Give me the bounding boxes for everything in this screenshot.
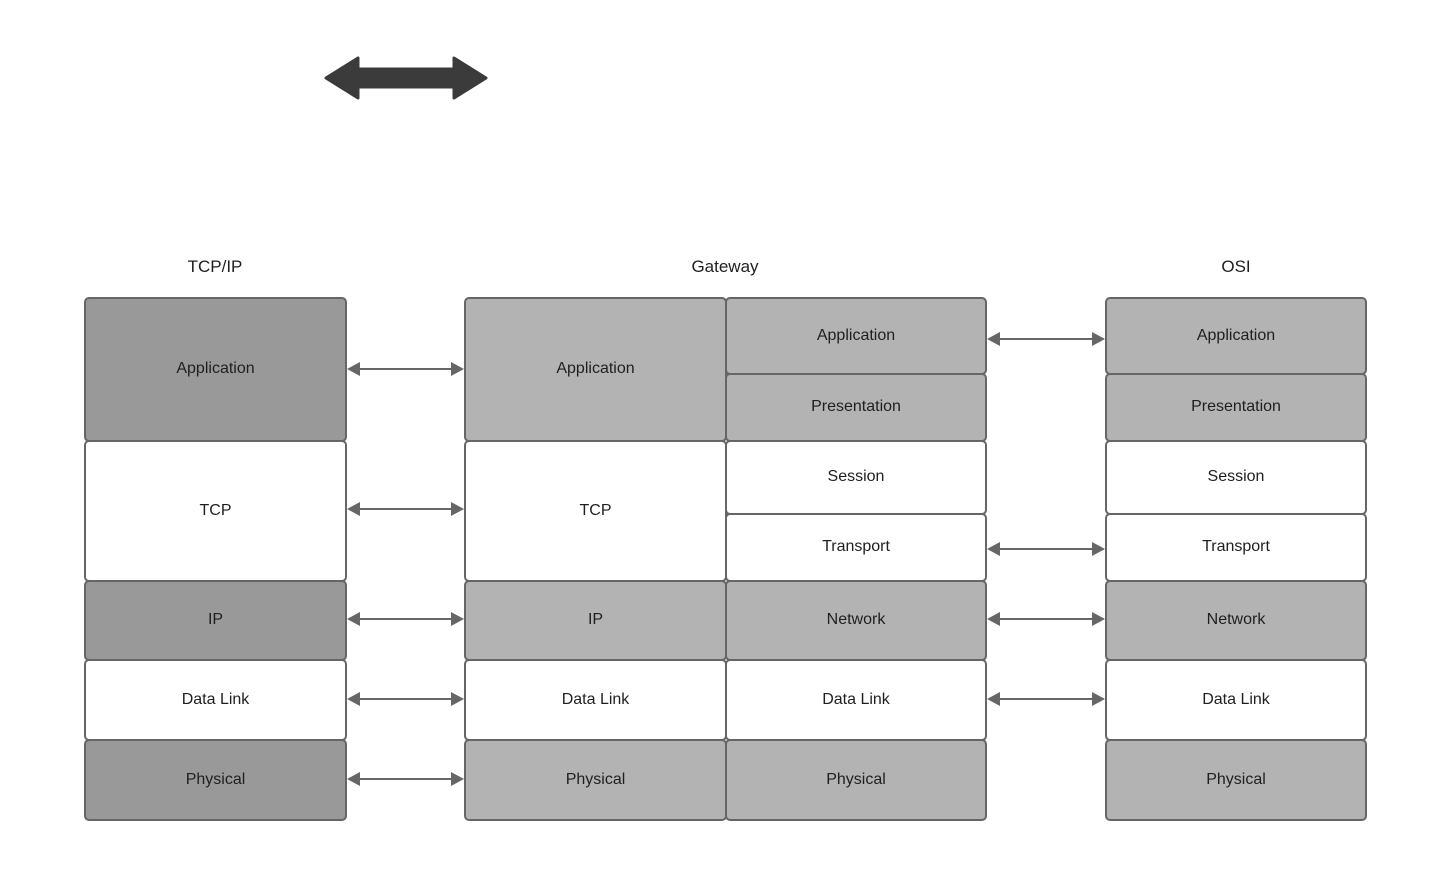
gateway-left-layer-application[interactable]: Application [464, 297, 727, 442]
arrow-head-left-icon [987, 542, 1000, 556]
osi-layer-physical[interactable]: Physical [1105, 739, 1367, 821]
connector-tcpip-gateway-data-link [347, 690, 464, 708]
arrow-head-left-icon [347, 612, 360, 626]
arrow-shaft [996, 548, 1096, 550]
gateway-left-layer-data-link[interactable]: Data Link [464, 659, 727, 741]
gateway-right-layer-data-link[interactable]: Data Link [725, 659, 987, 741]
arrow-head-left-icon [347, 362, 360, 376]
arrow-head-right-icon [451, 612, 464, 626]
arrow-head-left-icon [347, 692, 360, 706]
arrow-shaft [356, 618, 455, 620]
arrow-head-right-icon [451, 502, 464, 516]
gateway-right-layer-application[interactable]: Application [725, 297, 987, 375]
gateway-left-layer-ip[interactable]: IP [464, 580, 727, 661]
arrow-head-left-icon [987, 692, 1000, 706]
connector-gateway-osi-transport [987, 540, 1105, 558]
connector-tcpip-gateway-ip [347, 610, 464, 628]
column-header-osi: OSI [1221, 257, 1251, 276]
gateway-right-layer-presentation[interactable]: Presentation [725, 373, 987, 442]
gateway-right-layer-network[interactable]: Network [725, 580, 987, 661]
arrow-head-left-icon [987, 332, 1000, 346]
connector-tcpip-gateway-application [347, 360, 464, 378]
arrow-head-left-icon [347, 772, 360, 786]
osi-layer-network[interactable]: Network [1105, 580, 1367, 661]
tcpip-layer-application[interactable]: Application [84, 297, 347, 442]
arrow-head-left-icon [987, 612, 1000, 626]
arrow-shaft [996, 618, 1096, 620]
column-header-gateway: Gateway [691, 257, 759, 276]
arrow-shaft [356, 508, 455, 510]
osi-layer-data-link[interactable]: Data Link [1105, 659, 1367, 741]
connector-gateway-osi-network [987, 610, 1105, 628]
tcpip-layer-tcp[interactable]: TCP [84, 440, 347, 582]
arrow-head-right-icon [451, 772, 464, 786]
bidirectional-block-arrow-icon [322, 52, 490, 104]
arrow-head-right-icon [451, 692, 464, 706]
arrow-head-right-icon [1092, 692, 1105, 706]
arrow-head-right-icon [1092, 542, 1105, 556]
gateway-right-layer-physical[interactable]: Physical [725, 739, 987, 821]
gateway-right-layer-session[interactable]: Session [725, 440, 987, 515]
connector-gateway-osi-application [987, 330, 1105, 348]
arrow-shaft [996, 698, 1096, 700]
connector-gateway-osi-data-link [987, 690, 1105, 708]
arrow-shaft [996, 338, 1096, 340]
osi-layer-session[interactable]: Session [1105, 440, 1367, 515]
gateway-left-layer-tcp[interactable]: TCP [464, 440, 727, 582]
arrow-head-right-icon [451, 362, 464, 376]
osi-layer-application[interactable]: Application [1105, 297, 1367, 375]
gateway-right-layer-transport[interactable]: Transport [725, 513, 987, 582]
tcpip-layer-physical[interactable]: Physical [84, 739, 347, 821]
arrow-head-right-icon [1092, 332, 1105, 346]
gateway-left-layer-physical[interactable]: Physical [464, 739, 727, 821]
connector-tcpip-gateway-physical [347, 770, 464, 788]
arrow-head-left-icon [347, 502, 360, 516]
connector-tcpip-gateway-tcp [347, 500, 464, 518]
osi-layer-transport[interactable]: Transport [1105, 513, 1367, 582]
arrow-shaft [356, 368, 455, 370]
osi-layer-presentation[interactable]: Presentation [1105, 373, 1367, 442]
tcpip-layer-data-link[interactable]: Data Link [84, 659, 347, 741]
tcpip-layer-ip[interactable]: IP [84, 580, 347, 661]
arrow-head-right-icon [1092, 612, 1105, 626]
arrow-shaft [356, 778, 455, 780]
column-header-tcpip: TCP/IP [187, 257, 243, 276]
arrow-shaft [356, 698, 455, 700]
